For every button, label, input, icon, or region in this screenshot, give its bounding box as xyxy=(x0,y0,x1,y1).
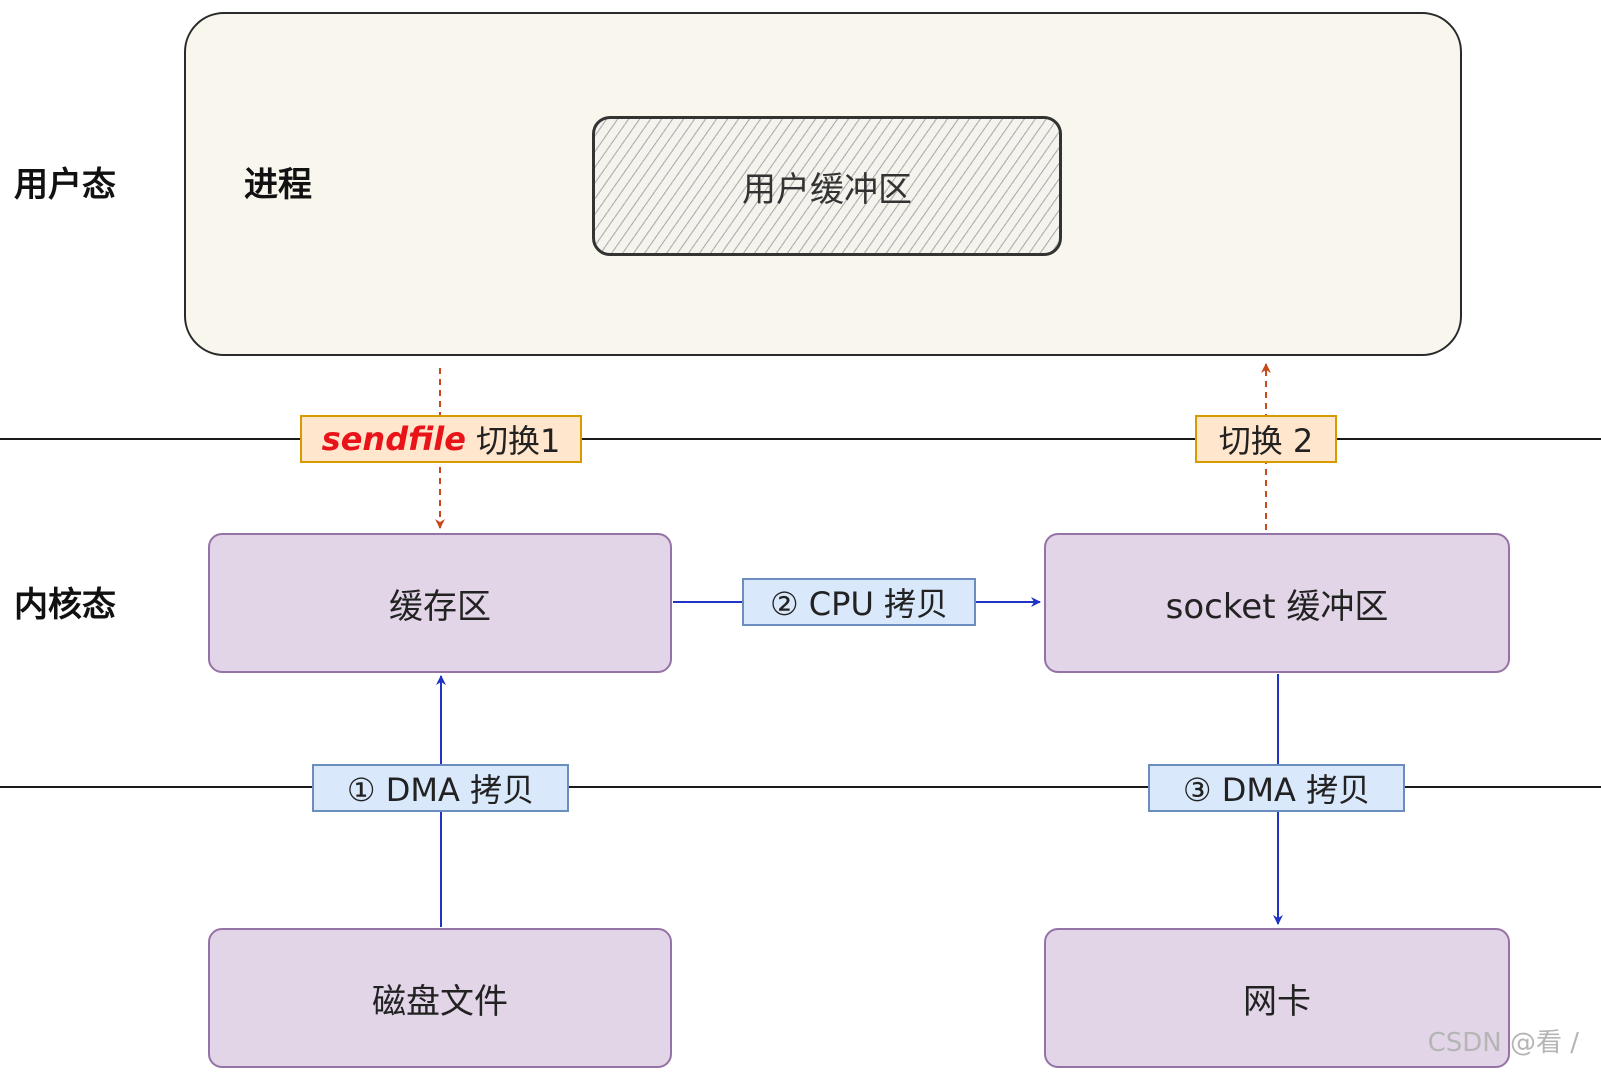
page-cache-label: 缓存区 xyxy=(389,586,491,627)
user-mode-label: 用户态 xyxy=(14,165,116,205)
switch1-tag: sendfile 切换1 xyxy=(300,415,582,463)
dma-copy-1-tag: ① DMA 拷贝 xyxy=(312,764,569,812)
dma-copy-3-text: ③ DMA 拷贝 xyxy=(1182,771,1371,809)
user-buffer-box: 用户缓冲区 xyxy=(592,116,1062,256)
process-label: 进程 xyxy=(244,165,312,205)
disk-file-label: 磁盘文件 xyxy=(372,981,508,1022)
nic-box: 网卡 xyxy=(1044,928,1510,1068)
socket-buffer-box: socket 缓冲区 xyxy=(1044,533,1510,673)
kernel-hardware-boundary xyxy=(0,786,1601,788)
switch1-text: 切换1 xyxy=(475,422,561,460)
dma-copy-3-tag: ③ DMA 拷贝 xyxy=(1148,764,1405,812)
dma-copy-1-text: ① DMA 拷贝 xyxy=(346,771,535,809)
kernel-mode-label: 内核态 xyxy=(14,585,116,625)
switch2-text: 切换 2 xyxy=(1218,422,1314,460)
switch2-tag: 切换 2 xyxy=(1195,415,1337,463)
watermark: CSDN @看 / xyxy=(1427,1028,1579,1058)
cpu-copy-text: ② CPU 拷贝 xyxy=(769,585,949,623)
cpu-copy-tag: ② CPU 拷贝 xyxy=(742,578,976,626)
nic-label: 网卡 xyxy=(1243,981,1311,1022)
sendfile-keyword: sendfile xyxy=(321,420,466,458)
page-cache-box: 缓存区 xyxy=(208,533,672,673)
socket-buffer-label: socket 缓冲区 xyxy=(1165,586,1389,627)
user-kernel-boundary xyxy=(0,438,1601,440)
user-buffer-label: 用户缓冲区 xyxy=(742,169,912,210)
disk-file-box: 磁盘文件 xyxy=(208,928,672,1068)
